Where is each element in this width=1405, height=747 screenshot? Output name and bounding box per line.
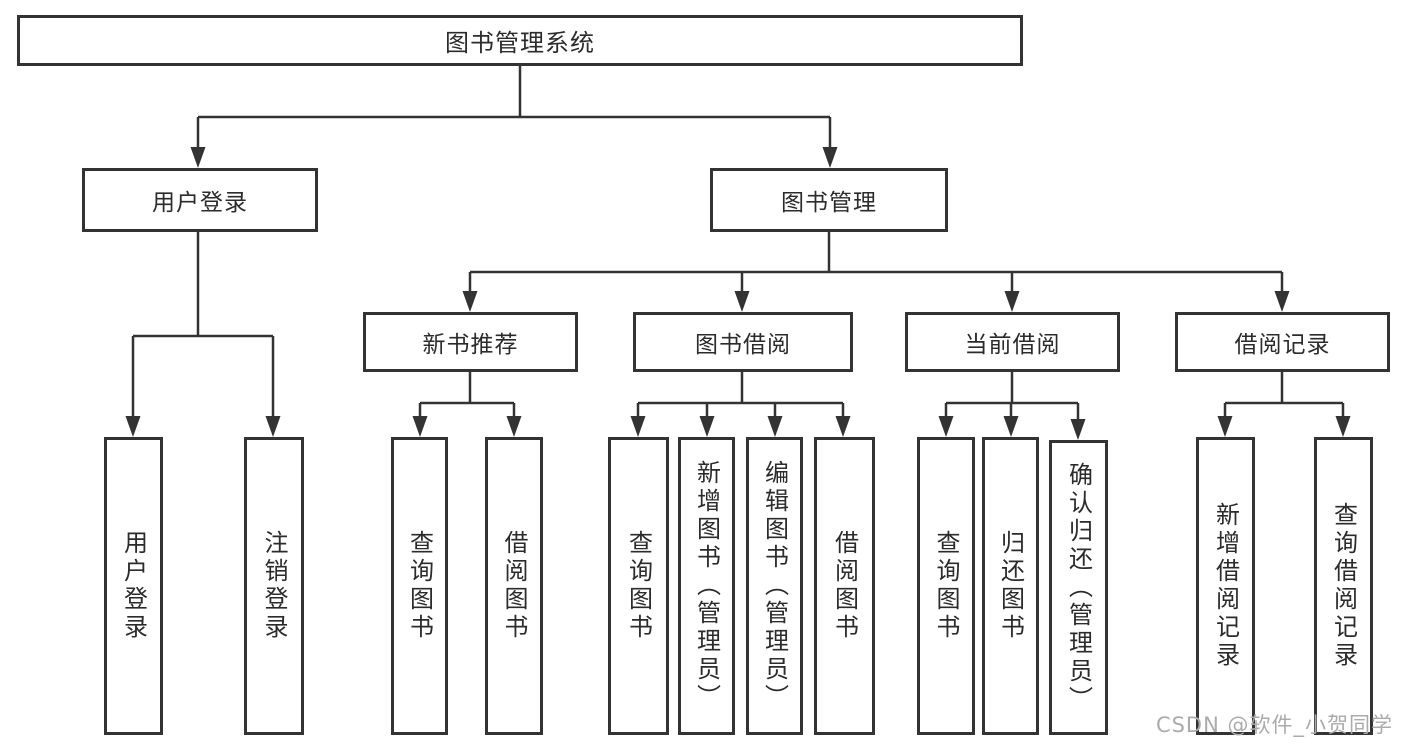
leaf-records-query-record-label: 查询借阅记录 xyxy=(1329,502,1358,670)
csdn-watermark: CSDN @软件_小贺同学 xyxy=(1155,713,1393,737)
node-book-management-label: 图书管理 xyxy=(781,190,877,216)
node-current-borrow-label: 当前借阅 xyxy=(964,332,1061,358)
leaf-borrow-query-books: 查询图书 xyxy=(608,437,669,735)
leaf-records-query-record: 查询借阅记录 xyxy=(1314,437,1373,735)
node-user-login: 用户登录 xyxy=(82,168,318,232)
node-library-system-label: 图书管理系统 xyxy=(445,29,595,57)
node-current-borrow: 当前借阅 xyxy=(905,312,1120,372)
leaf-borrow-add-books-admin: 新增图书（管理员） xyxy=(678,437,735,735)
leaf-borrow-edit-books-admin: 编辑图书（管理员） xyxy=(746,437,803,735)
node-user-login-label: 用户登录 xyxy=(152,190,248,216)
node-new-book-recommend: 新书推荐 xyxy=(363,312,578,372)
leaf-borrow-add-books-admin-label: 新增图书（管理员） xyxy=(692,460,721,712)
leaf-newbook-borrow-books: 借阅图书 xyxy=(485,437,543,735)
leaf-borrow-query-books-label: 查询图书 xyxy=(624,530,653,642)
leaf-current-query-books: 查询图书 xyxy=(917,437,975,735)
leaf-newbook-query-books-label: 查询图书 xyxy=(405,530,434,642)
leaf-logout-login-label: 注销登录 xyxy=(260,530,288,642)
leaf-borrow-borrow-books-label: 借阅图书 xyxy=(830,530,859,642)
node-new-book-recommend-label: 新书推荐 xyxy=(422,332,519,358)
leaf-current-confirm-return-admin: 确认归还（管理员） xyxy=(1049,440,1108,735)
leaf-current-confirm-return-admin-label: 确认归还（管理员） xyxy=(1064,461,1093,714)
leaf-newbook-query-books: 查询图书 xyxy=(391,437,448,735)
leaf-logout-login: 注销登录 xyxy=(244,437,304,735)
leaf-records-add-record: 新增借阅记录 xyxy=(1196,437,1255,735)
leaf-current-return-books-label: 归还图书 xyxy=(996,530,1025,642)
node-borrow-records: 借阅记录 xyxy=(1175,312,1390,372)
node-book-borrow-label: 图书借阅 xyxy=(695,332,791,358)
node-borrow-records-label: 借阅记录 xyxy=(1234,332,1331,358)
leaf-user-login-label: 用户登录 xyxy=(119,530,148,642)
leaf-current-query-books-label: 查询图书 xyxy=(932,530,960,642)
leaf-newbook-borrow-books-label: 借阅图书 xyxy=(500,530,528,642)
leaf-borrow-edit-books-admin-label: 编辑图书（管理员） xyxy=(760,460,789,712)
node-library-system: 图书管理系统 xyxy=(17,15,1023,66)
leaf-current-return-books: 归还图书 xyxy=(982,437,1039,735)
leaf-user-login: 用户登录 xyxy=(104,437,163,735)
leaf-borrow-borrow-books: 借阅图书 xyxy=(814,437,875,735)
leaf-records-add-record-label: 新增借阅记录 xyxy=(1211,502,1240,670)
node-book-borrow: 图书借阅 xyxy=(633,312,853,372)
node-book-management: 图书管理 xyxy=(710,168,948,232)
